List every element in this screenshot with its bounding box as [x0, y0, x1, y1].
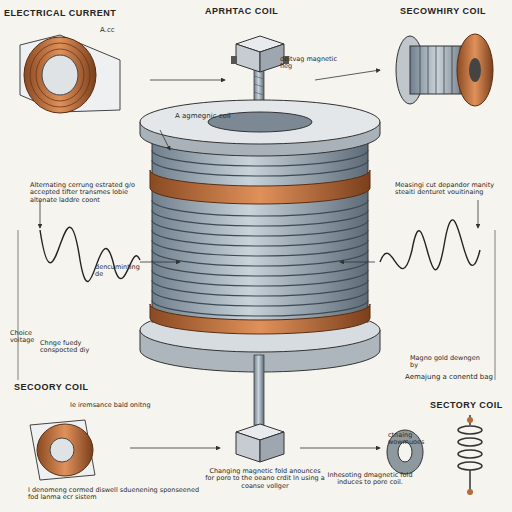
annotation-note: Measingi cut depandor manity steaiti den…: [395, 182, 505, 197]
annotation-note: Ie iremsance bald onitng: [70, 402, 190, 409]
part-heading: SECOORY COIL: [14, 382, 114, 392]
annotation-note: A agmegnic coil: [175, 112, 245, 120]
part-heading: SECOWHIRY COIL: [400, 6, 510, 16]
annotation-note: Inhesoting dmagnetic fold induces to por…: [320, 472, 420, 487]
annotation-note: deitvag magnetic fieg: [280, 56, 350, 71]
annotation-note: ctnaing wowmuoes: [388, 432, 448, 447]
annotation-note: Alternating cerrung estrated g/o accepte…: [30, 182, 150, 204]
annotation-note: Magno gold dewngen by: [410, 355, 480, 370]
annotation-note: Aemajung a conentd bag: [405, 373, 505, 381]
part-heading: ELECTRICAL CURRENT: [4, 8, 134, 18]
annotation-note: A.cc: [100, 26, 140, 34]
part-heading: APRHTAC COIL: [205, 6, 315, 16]
annotation-note: dencuminting de: [95, 264, 145, 279]
annotation-note: Changing magnetic fold anounces for poro…: [205, 468, 325, 490]
annotation-note: Chnge fuedy conspocted diy: [40, 340, 100, 355]
annotation-note: I denomeng cormed diswell sduenening spo…: [28, 487, 208, 502]
part-heading: SECTORY COIL: [430, 400, 510, 410]
